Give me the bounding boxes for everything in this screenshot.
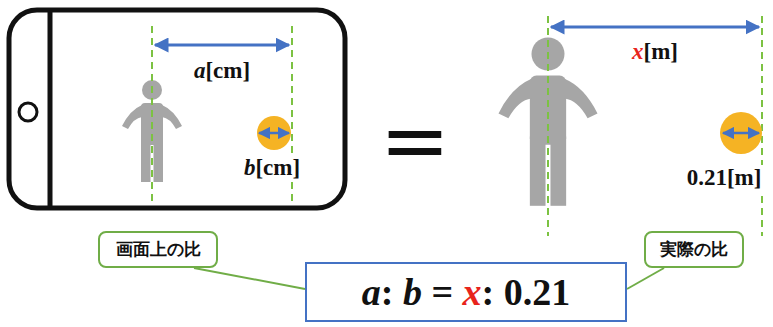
dimension-label: b[cm] [242,155,302,181]
distance-arrow [551,26,759,29]
ball [720,112,762,154]
callout-text: 画面上の比 [116,238,201,261]
ratio-formula: a: b = x: 0.21 [362,270,570,314]
callout-box: 実際の比 [644,231,744,268]
width-arrow [723,132,759,135]
callout-text: 実際の比 [660,238,728,261]
person-silhouette [499,38,598,206]
equals-sign: = [380,98,450,182]
width-arrow [259,132,289,135]
guide-line [761,16,763,236]
distance-arrow [155,44,289,47]
formula-box: a: b = x: 0.21 [305,262,627,322]
person-silhouette [122,80,182,182]
phone-edge [48,12,53,206]
guide-line [151,26,153,204]
phone-button [19,103,37,121]
ball [257,116,291,150]
dimension-label: x[m] [632,39,678,65]
phone-body [9,10,345,208]
guide-line [547,16,549,236]
dimension-label: 0.21[m] [685,165,764,191]
callout-pointer [627,268,664,289]
dimension-label: a[cm] [194,58,250,84]
callout-box: 画面上の比 [98,231,218,268]
callout-pointer [194,268,305,289]
